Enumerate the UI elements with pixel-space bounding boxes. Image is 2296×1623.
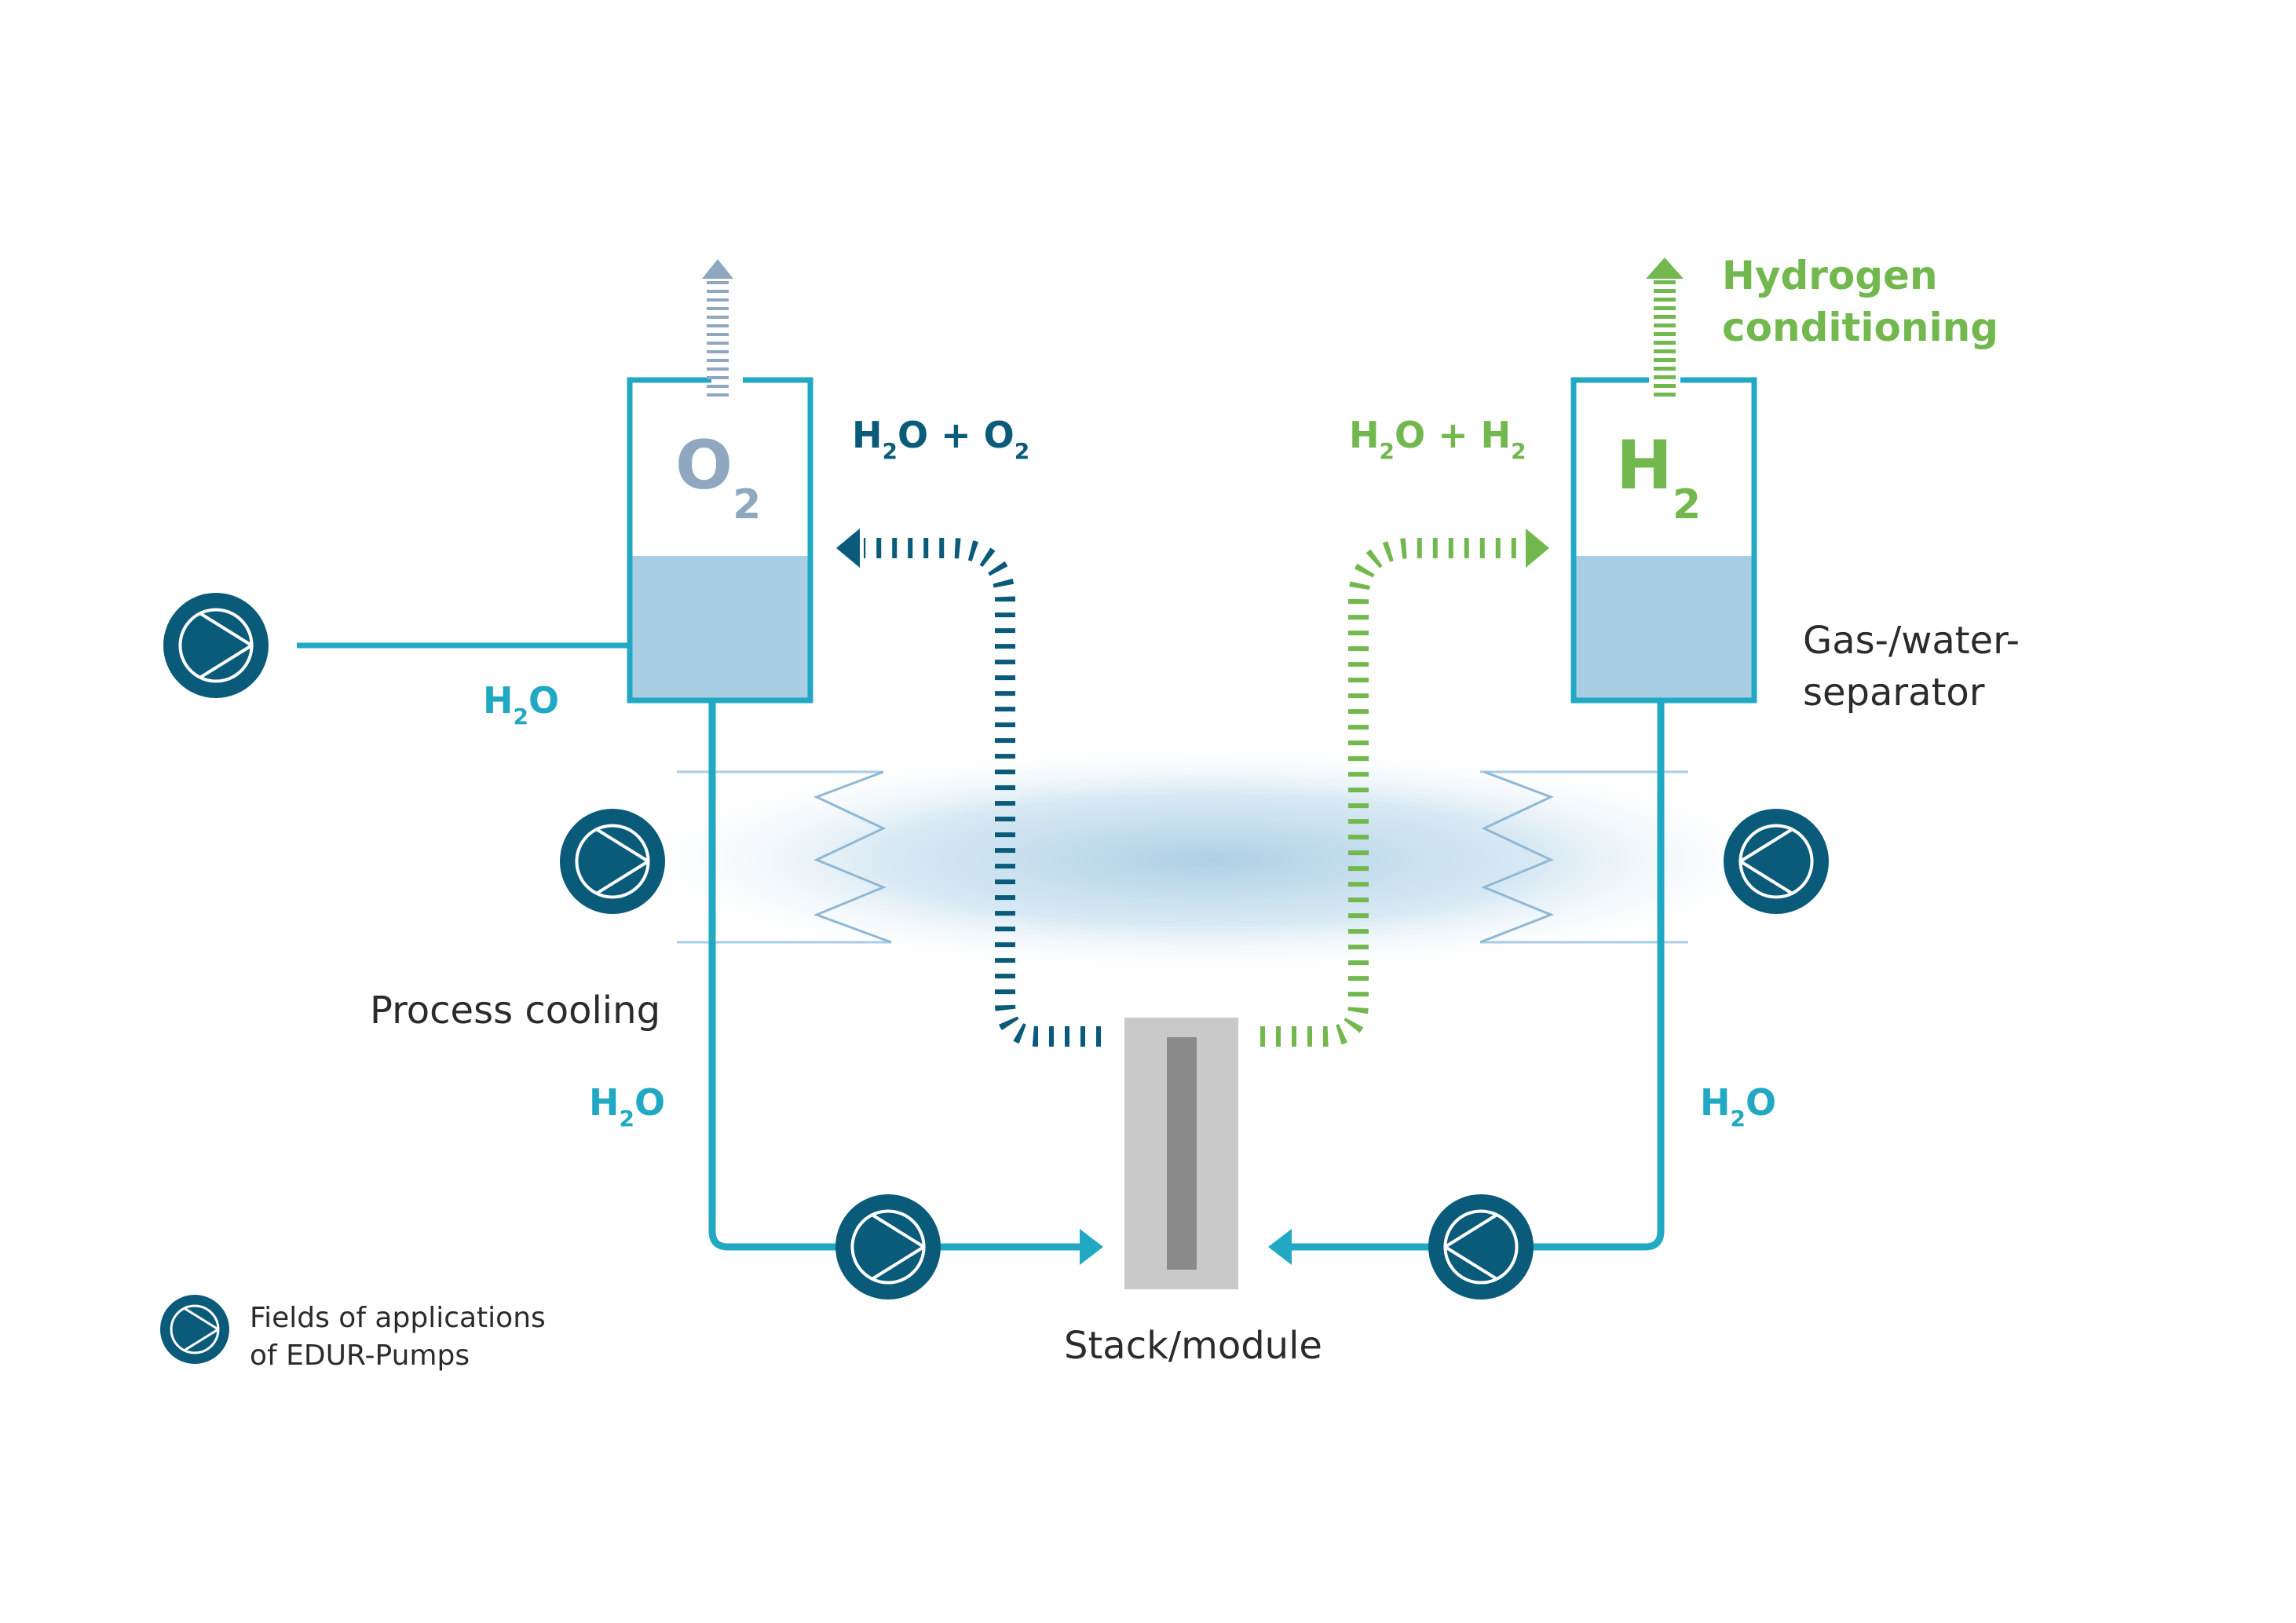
heat-exchanger-right bbox=[1479, 770, 1688, 944]
feed-pump-icon bbox=[163, 593, 269, 698]
h2o-left-label: H2O bbox=[589, 1081, 665, 1131]
h2o-right-label: H2O bbox=[1700, 1081, 1776, 1131]
circulation-pump-right-icon bbox=[1428, 1194, 1534, 1299]
h2-exhaust-arrow bbox=[1646, 258, 1684, 397]
cooling-pump-right-icon bbox=[1724, 809, 1829, 914]
water-loop-right bbox=[1288, 700, 1665, 1251]
circulation-pump-left-icon bbox=[835, 1194, 941, 1299]
stack-label: Stack/module bbox=[1064, 1324, 1322, 1368]
o2-separator-tank bbox=[627, 377, 813, 704]
arrow-into-stack-left bbox=[1080, 1229, 1103, 1265]
arrow-into-stack-right bbox=[1268, 1229, 1292, 1265]
h2-separator-tank bbox=[1570, 377, 1757, 704]
o2-tank-label: O2 bbox=[675, 426, 761, 528]
o2-mixture-flow bbox=[836, 528, 1101, 1047]
separator-label: Gas-/water- separator bbox=[1803, 619, 2031, 715]
legend-pump-icon bbox=[160, 1295, 229, 1364]
legend-label: Fields of applications of EDUR-Pumps bbox=[250, 1302, 554, 1372]
stack-module bbox=[1124, 1018, 1238, 1289]
water-loop-left bbox=[708, 700, 1084, 1251]
cooling-glow bbox=[612, 742, 1806, 978]
cooling-pump-left-icon bbox=[560, 809, 665, 914]
h2o-feed-label: H2O bbox=[483, 679, 559, 729]
h2-tank-label: H2 bbox=[1616, 426, 1701, 528]
process-cooling-label: Process cooling bbox=[370, 989, 660, 1033]
h2-mixture-flow bbox=[1260, 528, 1549, 1047]
hydrogen-conditioning-label: Hydrogen conditioning bbox=[1722, 253, 1998, 350]
h2o-o2-label: H2O + O2 bbox=[852, 414, 1029, 464]
h2o-h2-label: H2O + H2 bbox=[1349, 414, 1526, 464]
o2-exhaust-arrow bbox=[702, 259, 733, 397]
